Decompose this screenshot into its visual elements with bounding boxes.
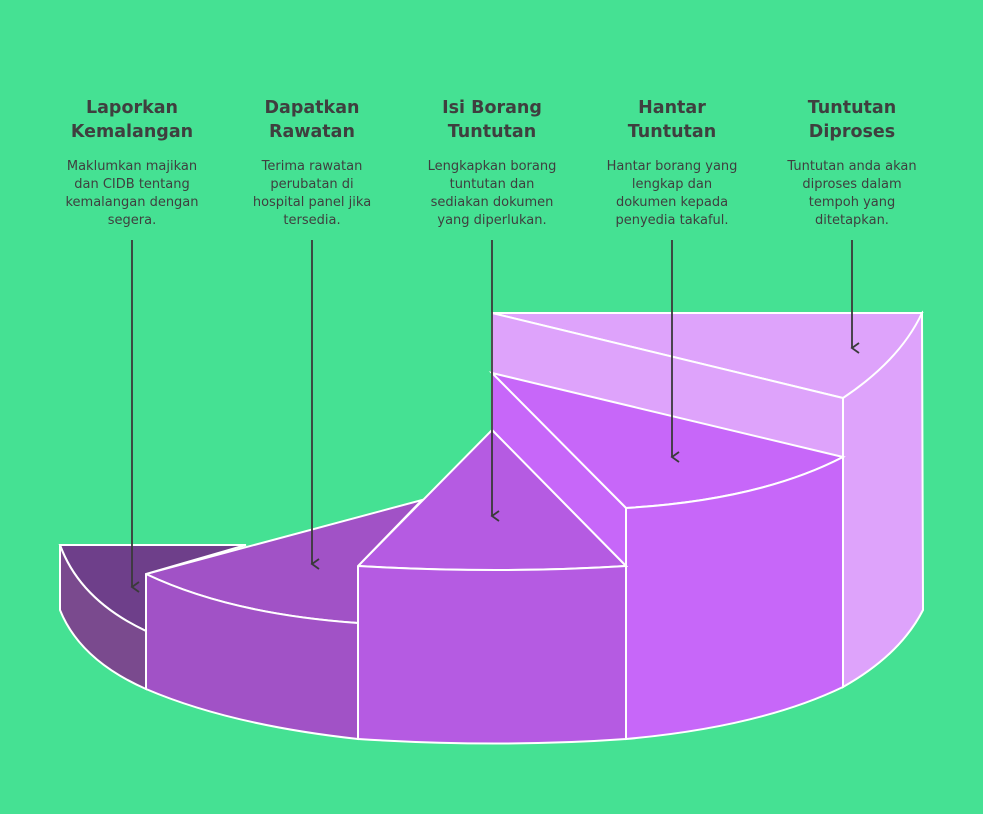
step-description: Terima rawatan perubatan di hospital pan… (252, 159, 372, 228)
step-description: Hantar borang yang lengkap dan dokumen k… (606, 159, 738, 228)
segment-3-side (357, 564, 627, 745)
segment-5-top (491, 312, 924, 400)
step-description: Tuntutan anda akan diproses dalam tempoh… (787, 159, 917, 228)
segment-laporkan-kemalangan (58, 544, 247, 691)
segment-tuntutan-diproses (491, 310, 925, 689)
step-isi-borang-tuntutan: Isi Borang Tuntutan Lengkapkan borang tu… (407, 96, 577, 230)
segment-dapatkan-rawatan (143, 498, 426, 741)
step-hantar-tuntutan: Hantar Tuntutan Hantar borang yang lengk… (587, 96, 757, 230)
step-title: Isi Borang Tuntutan (442, 98, 542, 142)
segment-hantar-tuntutan (488, 311, 846, 741)
segment-1-side (59, 544, 147, 691)
segment-2-side (145, 572, 359, 741)
step-laporkan-kemalangan: Laporkan Kemalangan Maklumkan majikan da… (47, 96, 217, 230)
step-description: Lengkapkan borang tuntutan dan sediakan … (427, 159, 557, 228)
segment-4-side (625, 455, 844, 741)
step-title: Laporkan Kemalangan (70, 98, 194, 142)
step-description: Maklumkan majikan dan CIDB tentang kemal… (65, 159, 199, 228)
step-tuntutan-diproses: Tuntutan Diproses Tuntutan anda akan dip… (767, 96, 937, 230)
step-title: Hantar Tuntutan (627, 98, 717, 142)
step-title: Dapatkan Rawatan (264, 98, 360, 142)
step-title: Tuntutan Diproses (807, 98, 897, 142)
segment-5-side (842, 310, 925, 689)
step-dapatkan-rawatan: Dapatkan Rawatan Terima rawatan perubata… (227, 96, 397, 230)
